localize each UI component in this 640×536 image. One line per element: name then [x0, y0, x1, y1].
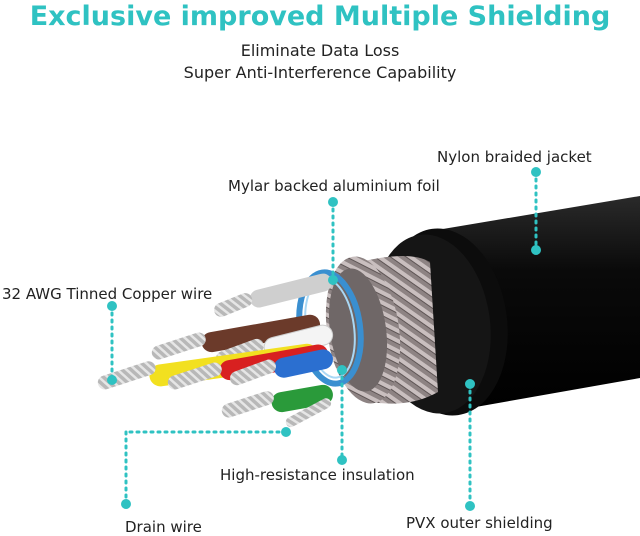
wire-blue [229, 349, 333, 386]
drain-wire-strand [285, 398, 332, 428]
callout-insulation: High-resistance insulation [220, 466, 415, 484]
callout-leaders [110, 170, 538, 508]
wire-grey [214, 273, 332, 317]
callout-mylar-foil: Mylar backed aluminium foil [228, 177, 440, 195]
callout-copper-wire: 32 AWG Tinned Copper wire [2, 285, 213, 303]
callout-outer-shielding: PVX outer shielding [406, 514, 553, 532]
callout-nylon-jacket: Nylon braided jacket [437, 148, 592, 166]
callout-drain-wire: Drain wire [125, 518, 202, 536]
subtitle-line-2: Super Anti-Interference Capability [183, 63, 457, 82]
wire-green [221, 384, 333, 418]
subtitle-line-1: Eliminate Data Loss [240, 41, 400, 60]
inner-wires [97, 273, 334, 428]
wire-brown [151, 314, 321, 360]
callout-dots [107, 167, 541, 511]
headline: Exclusive improved Multiple Shielding [29, 1, 611, 32]
